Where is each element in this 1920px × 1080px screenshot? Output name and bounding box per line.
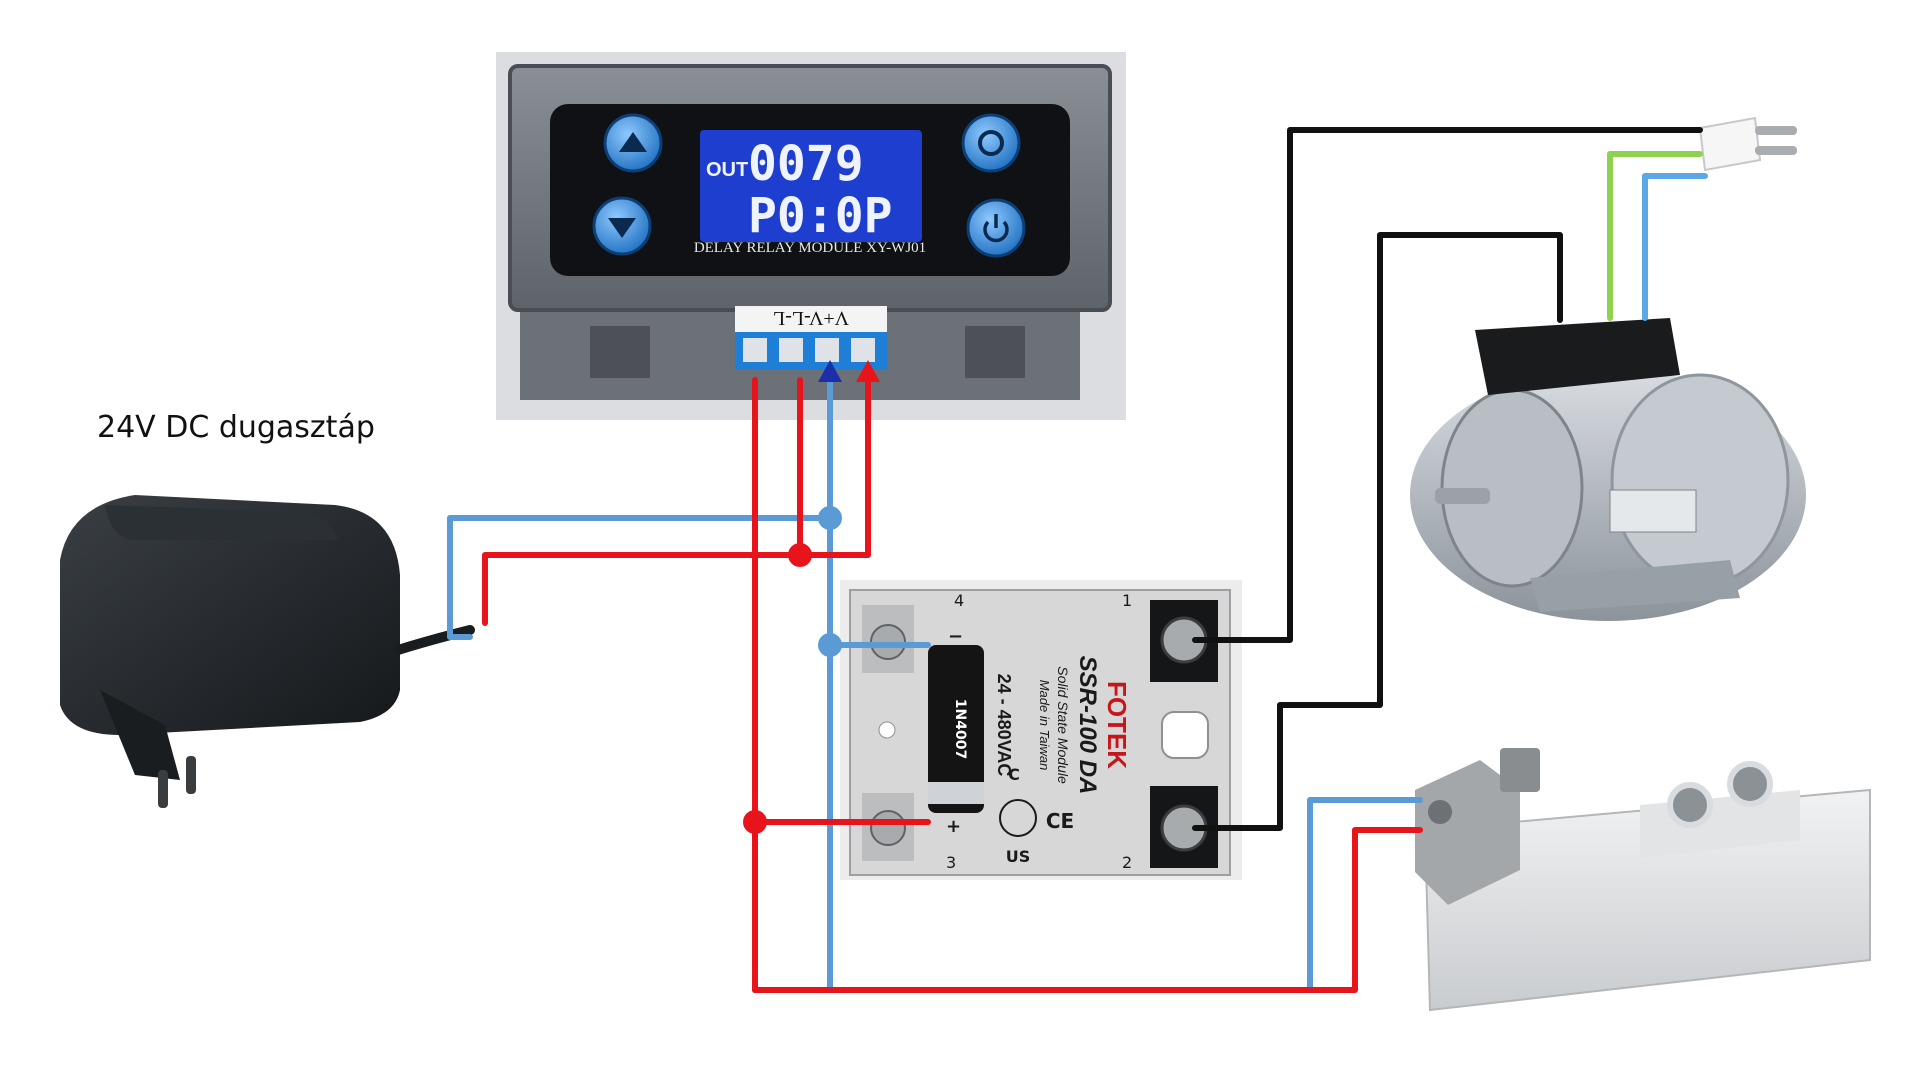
ssr-terminal-4-number: 4 (954, 591, 964, 610)
housing-clip-left (590, 326, 650, 378)
wire-phase-ssr2-motor (1192, 232, 1563, 831)
power-button[interactable] (966, 198, 1026, 258)
ssr-terminal-2-number: 2 (1122, 853, 1132, 872)
valve-solenoid-connector (1415, 760, 1520, 905)
psu-label: 24V DC dugasztáp (97, 410, 375, 445)
motor-base (1530, 560, 1740, 612)
ssr-mounting-hole (878, 721, 896, 739)
ssr-plus-sign: + (946, 816, 961, 837)
motor-terminal-box (1475, 318, 1680, 395)
arrow-down-icon (608, 218, 636, 238)
motor-rear-cover (1610, 373, 1790, 587)
housing-clip-right (965, 326, 1025, 378)
wire-psu-negative (447, 515, 833, 640)
diode: 1N4007 (928, 645, 984, 813)
junction-negative-ssr (818, 633, 842, 657)
ssr-c-mark: C (1008, 765, 1020, 784)
motor-shaft (1435, 488, 1490, 504)
terminal-screw-3 (815, 338, 839, 362)
diode-label: 1N4007 (952, 699, 968, 759)
up-button[interactable] (603, 113, 663, 173)
set-button[interactable] (961, 113, 1021, 173)
lcd-bottom-value: P0:0P (748, 188, 893, 244)
wires (447, 127, 1708, 993)
plug-pin-left (158, 770, 168, 808)
ssr-origin: Made in Taiwan (1037, 680, 1052, 771)
plug-pin-top (1755, 126, 1797, 135)
power-adapter (60, 495, 475, 808)
down-button[interactable] (592, 196, 652, 256)
lcd-out-tag: OUT (706, 159, 748, 181)
junction-output-ssr (743, 810, 767, 834)
ssr-subtitle: Solid State Module (1055, 666, 1071, 784)
lcd-top-value: 0079 (748, 136, 864, 192)
ssr-terminal-3-number: 3 (946, 853, 956, 872)
arrow-negative-in-icon (818, 360, 842, 382)
ssr-ul-mark (999, 799, 1037, 837)
terminal-screw-4 (851, 338, 875, 362)
valve-connector-screw (1500, 748, 1540, 792)
ssr-mounting-slot (1161, 711, 1209, 759)
ssr-ce-mark: CE (1046, 809, 1074, 833)
valve-port-right (1727, 761, 1773, 807)
ssr-label-group: FOTEK SSR-100 DA Solid State Module Made… (994, 656, 1132, 795)
terminal-screw-1 (743, 338, 767, 362)
wire-phase-plug-ssr1 (1192, 127, 1703, 643)
gear-icon (978, 130, 1004, 156)
junction-positive-top (788, 543, 812, 567)
wire-output-valve (752, 827, 1423, 993)
valve-port-left (1667, 782, 1713, 828)
module-model-label: DELAY RELAY MODULE XY-WJ01 (694, 240, 926, 256)
ssr-screw-3 (870, 810, 906, 846)
diode-cathode-band (928, 782, 984, 804)
arrow-up-icon (619, 132, 647, 152)
terminal-label-plate (735, 306, 887, 332)
adapter-body (60, 495, 400, 735)
power-icon (983, 220, 1009, 243)
plug-pin-bottom (1755, 146, 1797, 155)
set-button-body[interactable] (961, 113, 1021, 173)
wire-neutral (1642, 173, 1708, 321)
wire-psu-positive (482, 377, 871, 626)
wire-earth (1607, 151, 1703, 321)
ssr-rating: 24 - 480VAC (994, 674, 1014, 777)
motor-nameplate (1609, 489, 1697, 533)
adapter-cable (393, 625, 475, 655)
junction-negative-top (818, 506, 842, 530)
plug-pin-right (186, 756, 196, 794)
ssr-us-mark: US (1006, 847, 1031, 866)
electric-motor (1410, 318, 1806, 621)
mains-plug (1698, 116, 1797, 172)
ssr-brand: FOTEK (1102, 681, 1132, 769)
adapter-plug-base (100, 690, 180, 780)
solid-state-relay: FOTEK SSR-100 DA Solid State Module Made… (840, 580, 1242, 880)
ssr-minus-sign: − (948, 626, 963, 647)
timer-module: OUT 0079 P0:0P DELAY RELAY MODULE XY-WJ0… (496, 52, 1126, 420)
valve-cable-gland (1428, 800, 1452, 824)
terminal-screw-2 (779, 338, 803, 362)
arrow-positive-in-icon (856, 360, 880, 382)
diode-body (928, 645, 984, 813)
ssr-terminal-1-number: 1 (1122, 591, 1132, 610)
plug-body (1698, 116, 1762, 172)
adapter-top (105, 505, 338, 540)
lcd-display (700, 130, 922, 242)
ssr-model: SSR-100 DA (1074, 656, 1101, 795)
pneumatic-valve (1415, 748, 1871, 1012)
terminal-labels: V+V-L-L (773, 307, 849, 329)
